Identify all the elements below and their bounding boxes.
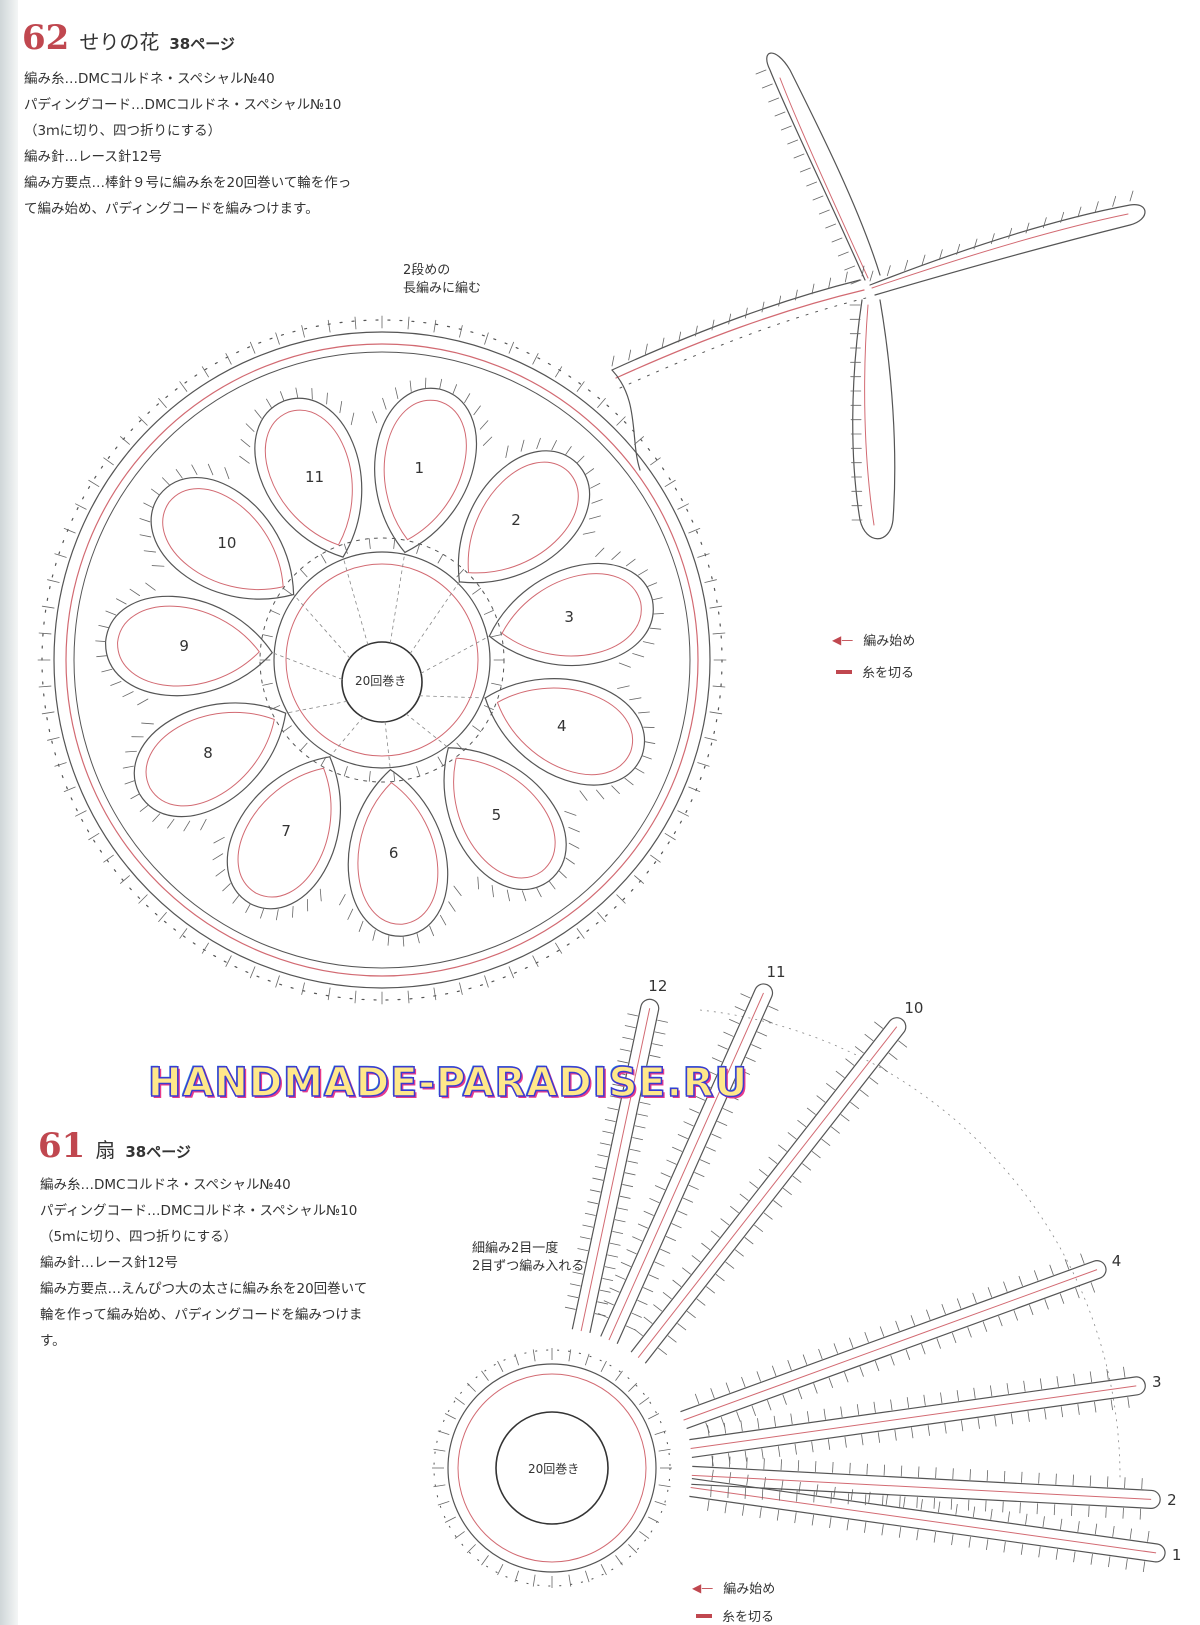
watermark-logo: HANDMADE-PARADISE.RU [147, 1059, 749, 1107]
fan-rib [564, 998, 668, 1334]
cut-thread-icon [696, 1613, 712, 1618]
pattern-62-legend-cut: 糸を切る [836, 662, 914, 681]
start-arrow-icon: ◀— [832, 632, 854, 647]
row2-note-line2: 長編みに編む [403, 281, 482, 296]
petal-number-label: 10 [217, 533, 237, 552]
legend-start-label: 編み始め [723, 1582, 776, 1597]
instruction-line: 輪を作って編み始め、パディングコードを編みつけま [40, 1307, 363, 1323]
fan-rib [689, 1366, 1146, 1467]
petal [239, 387, 363, 558]
petal [95, 582, 274, 706]
page-binding-shadow [0, 0, 18, 1625]
petal [488, 547, 664, 668]
petal-number-label: 9 [179, 637, 189, 655]
pattern-62-title: せりの花 [79, 30, 160, 54]
petal-number-label: 5 [491, 805, 502, 824]
fan-rib [598, 983, 779, 1345]
petal-number-label: 11 [304, 467, 325, 486]
petal [443, 747, 580, 902]
petal-number-label: 3 [564, 607, 574, 626]
fan-rib [691, 1455, 1161, 1520]
pattern-61-header: 61 扇 38ページ [38, 1126, 191, 1166]
pattern-61-title: 扇 [95, 1138, 116, 1162]
rib-number-label: 12 [648, 976, 668, 995]
pattern-61-legend-start: ◀— 編み始め [692, 1578, 776, 1598]
instruction-line: パディングコード…DMCコルドネ・スペシャル№10 [24, 97, 342, 113]
pattern-62-number: 62 [22, 18, 70, 58]
cut-thread-icon [836, 669, 852, 674]
fan-note-line1: 細編み2目一度 [472, 1241, 559, 1256]
instruction-line: パディングコード…DMCコルドネ・スペシャル№10 [40, 1203, 358, 1219]
rib-number-label: 3 [1152, 1372, 1162, 1391]
fan-rib [689, 1469, 1166, 1573]
pattern-62-header: 62 せりの花 38ページ [22, 18, 235, 58]
fan-rib [680, 1253, 1107, 1433]
fan-note: 細編み2目一度 2目ずつ編み入れる [472, 1240, 584, 1276]
petal [122, 702, 287, 832]
rib-number-label: 10 [904, 999, 924, 1018]
petal [371, 377, 493, 554]
pattern-62-center-label: 20回巻き [355, 674, 407, 688]
instruction-line: （5ｍに切り、四つ折りにする） [40, 1229, 238, 1245]
start-arrow-icon: ◀— [692, 1580, 714, 1595]
pattern-61-instructions: 編み糸…DMCコルドネ・スペシャル№40 パディングコード…DMCコルドネ・スペ… [40, 1172, 367, 1354]
instruction-line: （3ｍに切り、四つ折りにする） [24, 123, 222, 139]
pattern-62-flower [37, 52, 1146, 1005]
instruction-line: 編み糸…DMCコルドネ・スペシャル№40 [24, 71, 275, 87]
petal-number-label: 4 [557, 717, 567, 736]
instruction-line: 編み方要点…棒針９号に編み糸を20回巻いて輪を作っ [24, 175, 352, 191]
petal [339, 768, 462, 947]
row2-note: 2段めの 長編みに編む [403, 262, 481, 298]
pattern-61-fan [432, 983, 1166, 1588]
instruction-line: 編み糸…DMCコルドネ・スペシャル№40 [40, 1177, 291, 1193]
pattern-62-page-ref: 38ページ [169, 35, 235, 53]
petal-number-label: 7 [281, 821, 291, 840]
pattern-62-instructions: 編み糸…DMCコルドネ・スペシャル№40 パディングコード…DMCコルドネ・スペ… [24, 66, 351, 222]
pattern-61-legend-cut: 糸を切る [696, 1606, 774, 1625]
rib-number-label: 11 [766, 962, 786, 981]
petal [139, 463, 295, 600]
petal [457, 437, 603, 584]
pattern-61-page-ref: 38ページ [125, 1143, 191, 1161]
instruction-line: 編み針…レース針12号 [24, 149, 163, 165]
petal-number-label: 8 [203, 744, 213, 763]
petal [484, 678, 656, 801]
fan-note-line2: 2目ずつ編み入れる [472, 1259, 585, 1274]
legend-cut-label: 糸を切る [862, 666, 915, 681]
legend-start-label: 編み始め [863, 634, 916, 649]
petal [212, 756, 341, 921]
pattern-61-number: 61 [38, 1126, 86, 1166]
pattern-62-legend-start: ◀— 編み始め [832, 630, 916, 650]
instruction-line: す。 [40, 1333, 66, 1349]
petal-number-label: 6 [388, 844, 399, 863]
instruction-line: 編み針…レース針12号 [40, 1255, 179, 1271]
petal-number-label: 2 [511, 511, 521, 530]
row2-note-line1: 2段めの [403, 263, 451, 278]
fan-rib [630, 1017, 908, 1364]
rib-number-label: 1 [1171, 1545, 1182, 1564]
instruction-line: て編み始め、パディングコードを編みつけます。 [24, 201, 319, 217]
rib-number-label: 2 [1167, 1490, 1177, 1509]
rib-number-label: 4 [1111, 1252, 1122, 1271]
instruction-line: 編み方要点…えんぴつ大の太さに編み糸を20回巻いて [40, 1281, 368, 1297]
pattern-61-center-label: 20回巻き [528, 1462, 580, 1476]
petal-number-label: 1 [414, 459, 425, 478]
legend-cut-label: 糸を切る [722, 1610, 775, 1625]
